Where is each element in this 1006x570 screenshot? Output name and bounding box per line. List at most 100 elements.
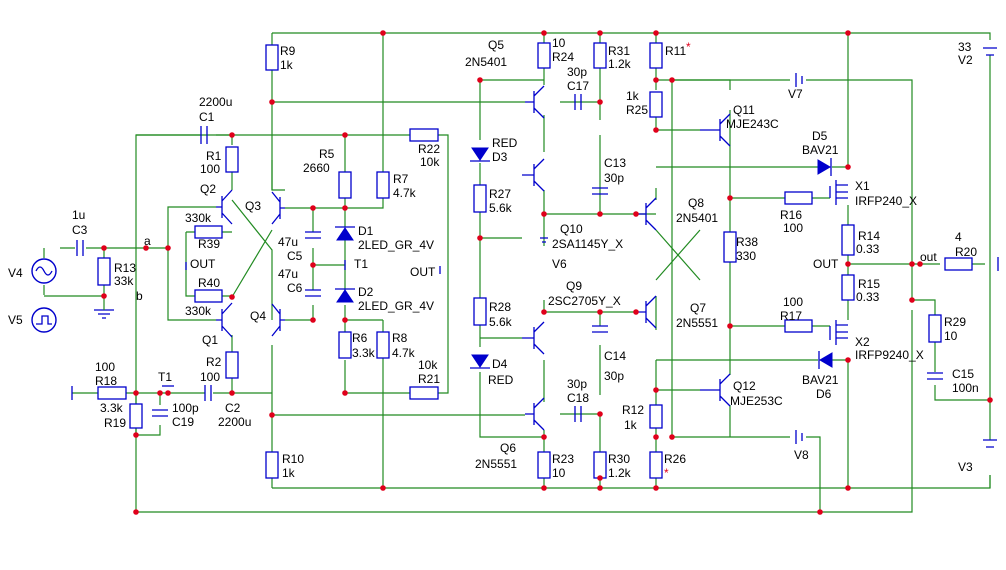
resistor-R17 bbox=[784, 319, 813, 333]
value-R19: 3.3k bbox=[100, 401, 124, 415]
diode-D2 bbox=[335, 288, 355, 303]
value-C2: 2200u bbox=[218, 415, 251, 429]
value-R27: 5.6k bbox=[489, 201, 513, 215]
label-Q2: Q2 bbox=[200, 182, 216, 196]
label-R20: R20 bbox=[955, 245, 977, 259]
anno-D3: RED bbox=[492, 136, 518, 150]
part-Q5: 2N5401 bbox=[465, 55, 507, 69]
label-R1: R1 bbox=[206, 149, 222, 163]
battery-V8 bbox=[795, 430, 803, 444]
label-Q3: Q3 bbox=[245, 199, 261, 213]
wires bbox=[43, 32, 991, 513]
value-R16: 100 bbox=[783, 221, 803, 235]
capacitor-C5 bbox=[305, 231, 321, 239]
diode-D6 bbox=[818, 351, 833, 369]
label-R39: R39 bbox=[198, 237, 220, 251]
label-R11: R11 bbox=[665, 44, 686, 58]
label-V4: V4 bbox=[8, 266, 23, 280]
label-Q5: Q5 bbox=[488, 38, 504, 52]
label-R9: R9 bbox=[280, 44, 296, 58]
marker-R11: * bbox=[686, 40, 691, 54]
value-C18: 30p bbox=[567, 377, 587, 391]
resistor-R25 bbox=[649, 91, 663, 118]
value-R30: 1.2k bbox=[608, 466, 632, 480]
resistor-R29 bbox=[928, 314, 942, 343]
label-C5: C5 bbox=[287, 249, 303, 263]
resistor-R8 bbox=[376, 331, 390, 359]
part-D5: BAV21 bbox=[802, 143, 839, 157]
label-R23: R23 bbox=[552, 452, 574, 466]
label-V8: V8 bbox=[794, 448, 809, 462]
value-R29: 10 bbox=[944, 329, 958, 343]
diode-D1 bbox=[335, 226, 355, 241]
value-R40: 330k bbox=[185, 304, 212, 318]
value-C19: 100p bbox=[172, 401, 199, 415]
value-R20: 4 bbox=[955, 230, 962, 244]
part-Q9: 2SC2705Y_X bbox=[548, 294, 621, 308]
resistor-R16 bbox=[784, 191, 813, 205]
label-R40: R40 bbox=[198, 276, 220, 290]
value-R13: 33k bbox=[114, 274, 134, 288]
part-Q6: 2N5551 bbox=[475, 457, 517, 471]
label-R38: R38 bbox=[736, 235, 758, 249]
value-C1: 2200u bbox=[199, 95, 232, 109]
part-Q8: 2N5401 bbox=[676, 211, 718, 225]
label-R7: R7 bbox=[393, 172, 409, 186]
value-R25: 1k bbox=[626, 89, 640, 103]
label-Q10: Q10 bbox=[560, 222, 583, 236]
label-R2: R2 bbox=[206, 355, 222, 369]
transistor-Q12 bbox=[700, 373, 731, 407]
label-X2: X2 bbox=[855, 335, 870, 349]
resistor-R27 bbox=[473, 184, 487, 213]
label-R8: R8 bbox=[392, 331, 408, 345]
resistor-R19 bbox=[129, 403, 143, 429]
resistor-R15 bbox=[841, 274, 855, 301]
transistor-Q6 bbox=[525, 397, 545, 431]
value-R23: 10 bbox=[552, 466, 566, 480]
value-R18: 100 bbox=[95, 360, 115, 374]
resistor-R9 bbox=[265, 44, 279, 71]
resistor-R23 bbox=[537, 451, 551, 479]
junctions bbox=[101, 30, 993, 515]
capacitor-C6 bbox=[305, 289, 321, 297]
label-R31: R31 bbox=[608, 44, 630, 58]
value-R7: 4.7k bbox=[393, 186, 417, 200]
battery-V6 bbox=[540, 237, 548, 243]
label-R18: R18 bbox=[95, 374, 117, 388]
capacitor-C3 bbox=[76, 240, 84, 256]
label-R16: R16 bbox=[780, 208, 802, 222]
value-R38: 330 bbox=[736, 249, 756, 263]
label-R19: R19 bbox=[104, 416, 126, 430]
transistor-Q9 bbox=[522, 321, 545, 355]
label-C19: C19 bbox=[172, 415, 194, 429]
capacitor-C18 bbox=[574, 406, 582, 422]
label-C14: C14 bbox=[604, 349, 626, 363]
label-R6: R6 bbox=[352, 331, 368, 345]
mosfet-X1 bbox=[829, 180, 848, 205]
value-V2: 33 bbox=[958, 40, 972, 54]
label-X1: X1 bbox=[855, 179, 870, 193]
part-Q11: MJE243C bbox=[726, 117, 779, 131]
label-Q9: Q9 bbox=[566, 279, 582, 293]
transistor-Q4 bbox=[271, 303, 285, 337]
value-R2: 100 bbox=[200, 370, 220, 384]
label-Q7: Q7 bbox=[690, 301, 706, 315]
battery-V2 bbox=[983, 47, 997, 56]
value-C3: 1u bbox=[72, 208, 85, 222]
label-R13: R13 bbox=[114, 261, 136, 275]
label-V7: V7 bbox=[788, 87, 803, 101]
part-D2: 2LED_GR_4V bbox=[358, 299, 434, 313]
mosfet-X2 bbox=[829, 320, 848, 345]
net-out: out bbox=[920, 250, 937, 264]
label-D6: D6 bbox=[816, 387, 832, 401]
pulse-source-V5 bbox=[31, 307, 57, 333]
label-R10: R10 bbox=[282, 452, 304, 466]
label-V2: V2 bbox=[958, 53, 973, 67]
marker-R26: * bbox=[664, 466, 669, 480]
transistor-Q2 bbox=[216, 189, 233, 225]
part-X1: IRFP240_X bbox=[855, 194, 917, 208]
label-C6: C6 bbox=[287, 281, 303, 295]
part-D6: BAV21 bbox=[802, 373, 839, 387]
resistor-R14 bbox=[841, 224, 855, 256]
value-R22: 10k bbox=[420, 155, 440, 169]
